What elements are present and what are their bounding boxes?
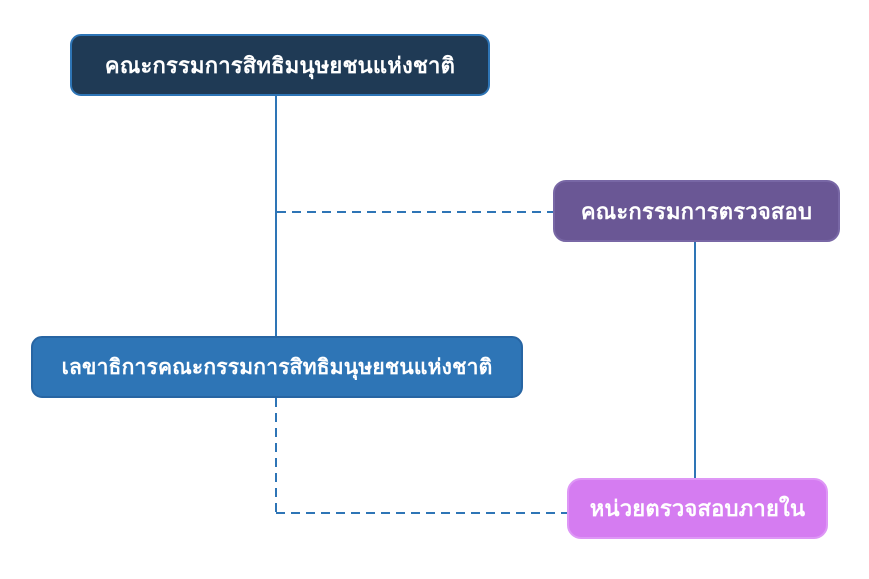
- node-internal-audit-unit: หน่วยตรวจสอบภายใน: [567, 478, 828, 539]
- node-audit-committee-label: คณะกรรมการตรวจสอบ: [580, 198, 813, 224]
- node-internal-audit-unit-label: หน่วยตรวจสอบภายใน: [589, 496, 806, 521]
- node-secretary-general: เลขาธิการคณะกรรมการสิทธิมนุษยชนแห่งชาติ: [31, 336, 523, 398]
- node-nhrc-label: คณะกรรมการสิทธิมนุษยชนแห่งชาติ: [104, 52, 456, 78]
- node-audit-committee: คณะกรรมการตรวจสอบ: [553, 180, 840, 242]
- edge-nhrc-to-secretary-solid: [275, 96, 277, 336]
- edge-nhrc-to-audit-committee-dashed: [277, 211, 553, 213]
- edge-secretary-to-internal-audit-dashed-horizontal: [276, 512, 567, 514]
- node-secretary-general-label: เลขาธิการคณะกรรมการสิทธิมนุษยชนแห่งชาติ: [61, 355, 493, 379]
- node-nhrc: คณะกรรมการสิทธิมนุษยชนแห่งชาติ: [70, 34, 490, 96]
- edge-audit-committee-to-internal-audit-solid: [694, 242, 696, 478]
- edge-secretary-to-internal-audit-dashed-vertical: [275, 398, 277, 513]
